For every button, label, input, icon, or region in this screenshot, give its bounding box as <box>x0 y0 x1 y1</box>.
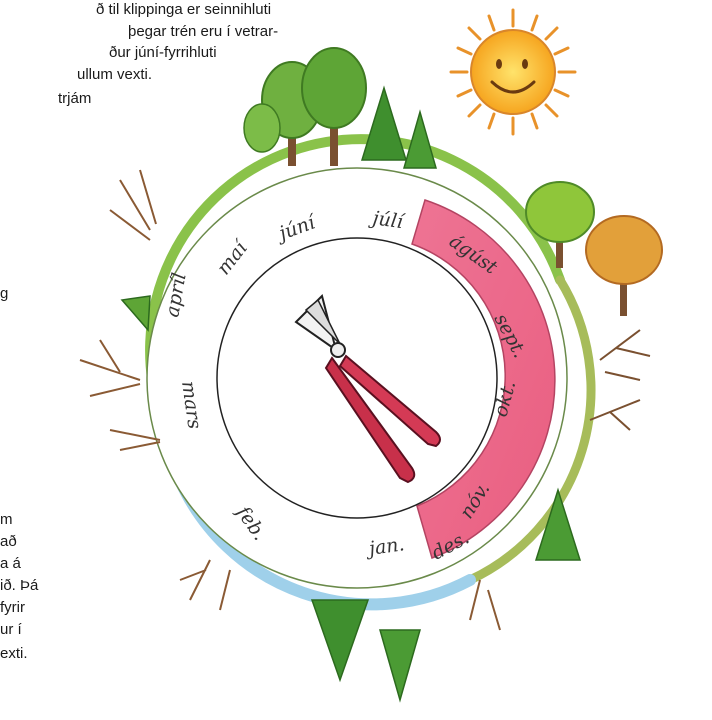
smiling-sun-icon <box>451 10 575 134</box>
summer-trees <box>244 48 436 168</box>
